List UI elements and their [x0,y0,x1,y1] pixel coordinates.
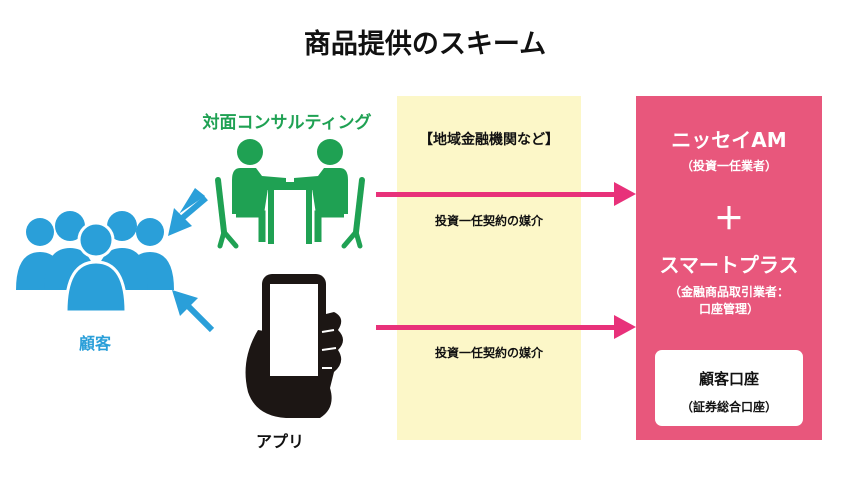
customer-account-box [655,350,803,426]
people-group-icon [16,211,174,314]
customer-label: 顧客 [78,334,111,353]
company2-role-line2: 口座管理） [698,302,759,316]
smartphone-hand-icon [245,274,343,418]
mediation-label-app: 投資一任契約の媒介 [434,346,543,360]
arrow-left-icon [168,188,215,333]
meeting-table-icon [215,139,365,249]
band-label: 【地域金融機関など】 [419,132,559,148]
account-subtitle: （証券総合口座） [680,400,777,414]
app-label: アプリ [255,432,304,451]
mediation-label-consult: 投資一任契約の媒介 [434,214,543,228]
company2-name: スマートプラス [659,253,799,277]
arrow-right-icon [376,182,636,339]
partner-band [397,96,581,440]
consult-label: 対面コンサルティング [202,113,372,133]
account-title: 顧客口座 [698,370,759,388]
plus-sign: ＋ [714,202,744,237]
company1-role: （投資一任業者） [680,159,777,173]
company2-role-line1: （金融商品取引業者： [668,285,789,299]
page-title: 商品提供のスキーム [303,29,547,60]
company1-name: ニッセイAM [671,128,787,152]
